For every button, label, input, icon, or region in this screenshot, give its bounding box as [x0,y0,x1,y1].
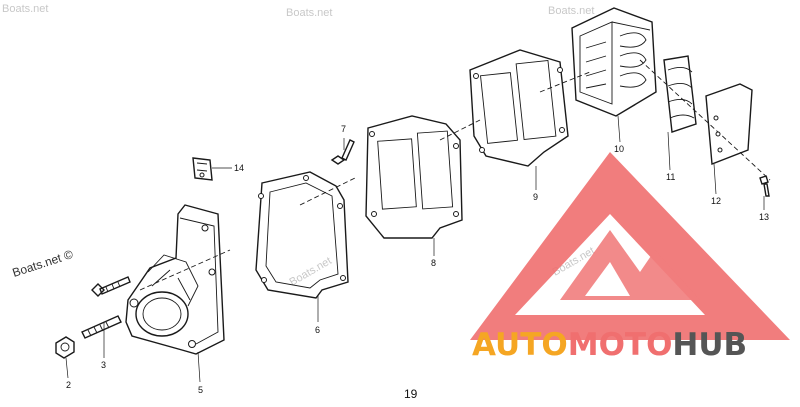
part-2-nut [55,336,75,359]
part-8-reed-plate [365,115,463,239]
leader-lines [65,115,765,383]
callout-12: 12 [711,196,721,206]
bolt [91,276,131,297]
part-9-gasket [469,49,569,167]
callout-11: 11 [666,172,675,182]
watermark-corner-left: Boats.net [2,3,48,15]
page-number: 19 [404,387,418,401]
watermark-top-right: Boats.net [548,5,594,17]
callout-2: 2 [66,380,71,390]
part-13-screw [759,175,770,197]
part-14-small-clip [192,157,213,181]
brand-hub: HUB [672,327,747,363]
part-3-stud [81,315,122,339]
callout-7: 7 [341,124,346,134]
part-5-intake-adapter [125,204,225,355]
callout-14: 14 [234,163,244,173]
callout-8: 8 [431,258,436,268]
watermark-center: Boats.net [288,255,334,289]
part-11-reed-petals [663,55,697,133]
brand-moto: MOTO [568,327,673,363]
part-10-reed-cage [571,7,657,117]
callout-6: 6 [315,325,320,335]
callout-10: 10 [614,144,624,154]
callout-13: 13 [759,212,769,222]
callout-3: 3 [101,360,106,370]
watermark-top-center: Boats.net [286,7,332,19]
part-12-reed-stop [705,83,753,165]
callout-5: 5 [198,385,203,395]
brand-auto: AUTO [472,327,568,363]
autmotohub-triangle-logo [470,152,790,340]
part-6-gasket [255,171,349,299]
part-7-screw [330,139,355,165]
watermark-boats-net: Boats.net © [11,247,75,280]
callout-9: 9 [533,192,538,202]
assembly-axis-line [139,59,771,291]
brand-wordmark: AUTOMOTOHUB [472,327,747,363]
